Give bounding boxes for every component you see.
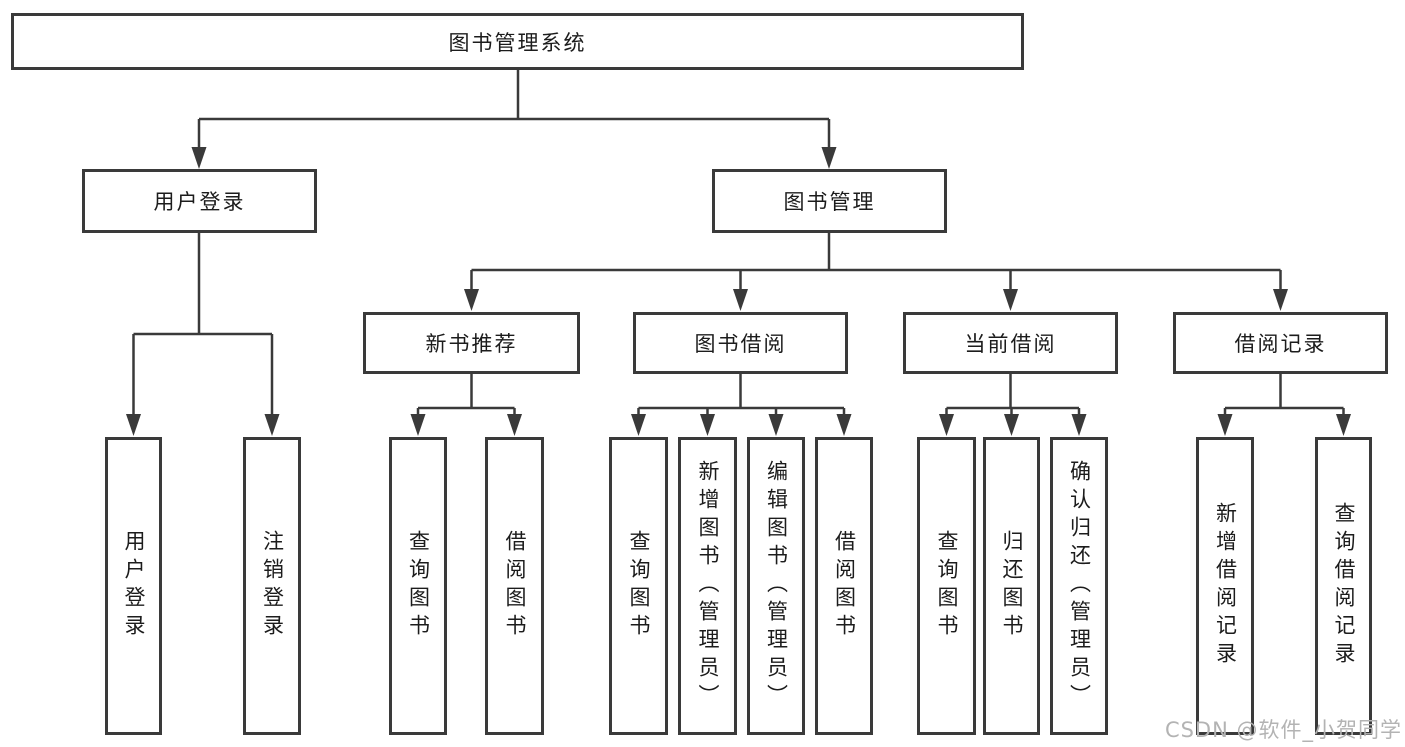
arrow-down-icon (1273, 289, 1288, 311)
arrow-down-icon (1217, 414, 1233, 436)
leaf-label: 借阅图书 (503, 530, 527, 642)
leaf-query-books-borrowing: 查询图书 (609, 437, 668, 735)
arrow-down-icon (939, 414, 954, 436)
leaf-label: 查询图书 (935, 530, 959, 642)
arrow-down-icon (836, 414, 852, 436)
leaf-add-borrow-record: 新增借阅记录 (1196, 437, 1254, 735)
connector-user-login-to-leaves (132, 233, 274, 418)
connector-current-borrow-to-leaves (945, 374, 1081, 418)
leaf-logout: 注销登录 (243, 437, 301, 735)
leaf-query-books-current: 查询图书 (917, 437, 976, 735)
connector-book-mgmt-to-level3 (470, 233, 1282, 293)
arrow-down-icon (1003, 289, 1018, 311)
leaf-query-books-recommend: 查询图书 (389, 437, 447, 735)
leaf-label: 新增图书（管理员） (696, 460, 720, 712)
leaf-query-borrow-record: 查询借阅记录 (1315, 437, 1372, 735)
node-library-management-system: 图书管理系统 (11, 13, 1024, 70)
node-label: 图书管理 (783, 190, 876, 214)
arrowheads (126, 147, 1351, 436)
node-label: 借阅记录 (1234, 332, 1327, 356)
leaf-borrow-books-recommend: 借阅图书 (485, 437, 544, 735)
node-label: 用户登录 (153, 190, 246, 214)
leaf-borrow-books: 借阅图书 (815, 437, 873, 735)
connector-new-book-rec-to-leaves (416, 374, 516, 418)
leaf-add-books-admin: 新增图书（管理员） (678, 437, 737, 735)
arrow-down-icon (700, 414, 715, 436)
node-book-management: 图书管理 (712, 169, 947, 233)
leaf-label: 查询图书 (627, 530, 651, 642)
node-label: 当前借阅 (964, 332, 1057, 356)
leaf-confirm-return-admin: 确认归还（管理员） (1050, 437, 1108, 735)
arrow-down-icon (1004, 414, 1019, 436)
node-label: 新书推荐 (425, 332, 518, 356)
node-book-borrowing: 图书借阅 (633, 312, 848, 374)
arrow-down-icon (264, 414, 280, 436)
arrow-down-icon (1336, 414, 1351, 436)
node-label: 图书管理系统 (448, 30, 587, 55)
node-new-book-recommend: 新书推荐 (363, 312, 580, 374)
connector-borrow-record-to-leaves (1223, 374, 1345, 418)
arrow-down-icon (1071, 414, 1087, 436)
leaf-return-books: 归还图书 (983, 437, 1040, 735)
connector-root-to-level2 (197, 70, 831, 152)
arrow-down-icon (464, 289, 479, 311)
arrow-down-icon (126, 414, 141, 436)
arrow-down-icon (191, 147, 207, 169)
arrow-down-icon (631, 414, 646, 436)
arrow-down-icon (768, 414, 784, 436)
leaf-edit-books-admin: 编辑图书（管理员） (747, 437, 805, 735)
node-label: 图书借阅 (694, 332, 787, 356)
leaf-label: 用户登录 (122, 530, 146, 642)
leaf-label: 借阅图书 (832, 530, 857, 642)
leaf-label: 查询借阅记录 (1332, 502, 1356, 670)
arrow-down-icon (410, 414, 426, 436)
node-borrowing-records: 借阅记录 (1173, 312, 1388, 374)
leaf-user-login: 用户登录 (105, 437, 162, 735)
csdn-watermark: CSDN @软件_小贺同学 (1164, 718, 1402, 742)
leaf-label: 编辑图书（管理员） (764, 460, 789, 712)
arrow-down-icon (507, 414, 522, 436)
leaf-label: 新增借阅记录 (1213, 502, 1238, 670)
connector-book-borrow-to-leaves (637, 374, 846, 418)
leaf-label: 确认归还（管理员） (1067, 460, 1092, 712)
node-current-borrowing: 当前借阅 (903, 312, 1118, 374)
leaf-label: 注销登录 (260, 530, 285, 642)
leaf-label: 归还图书 (1000, 530, 1024, 642)
connector-strokes (132, 70, 1345, 418)
arrow-down-icon (821, 147, 837, 169)
arrow-down-icon (733, 289, 748, 311)
leaf-label: 查询图书 (406, 530, 431, 642)
node-user-login: 用户登录 (82, 169, 317, 233)
